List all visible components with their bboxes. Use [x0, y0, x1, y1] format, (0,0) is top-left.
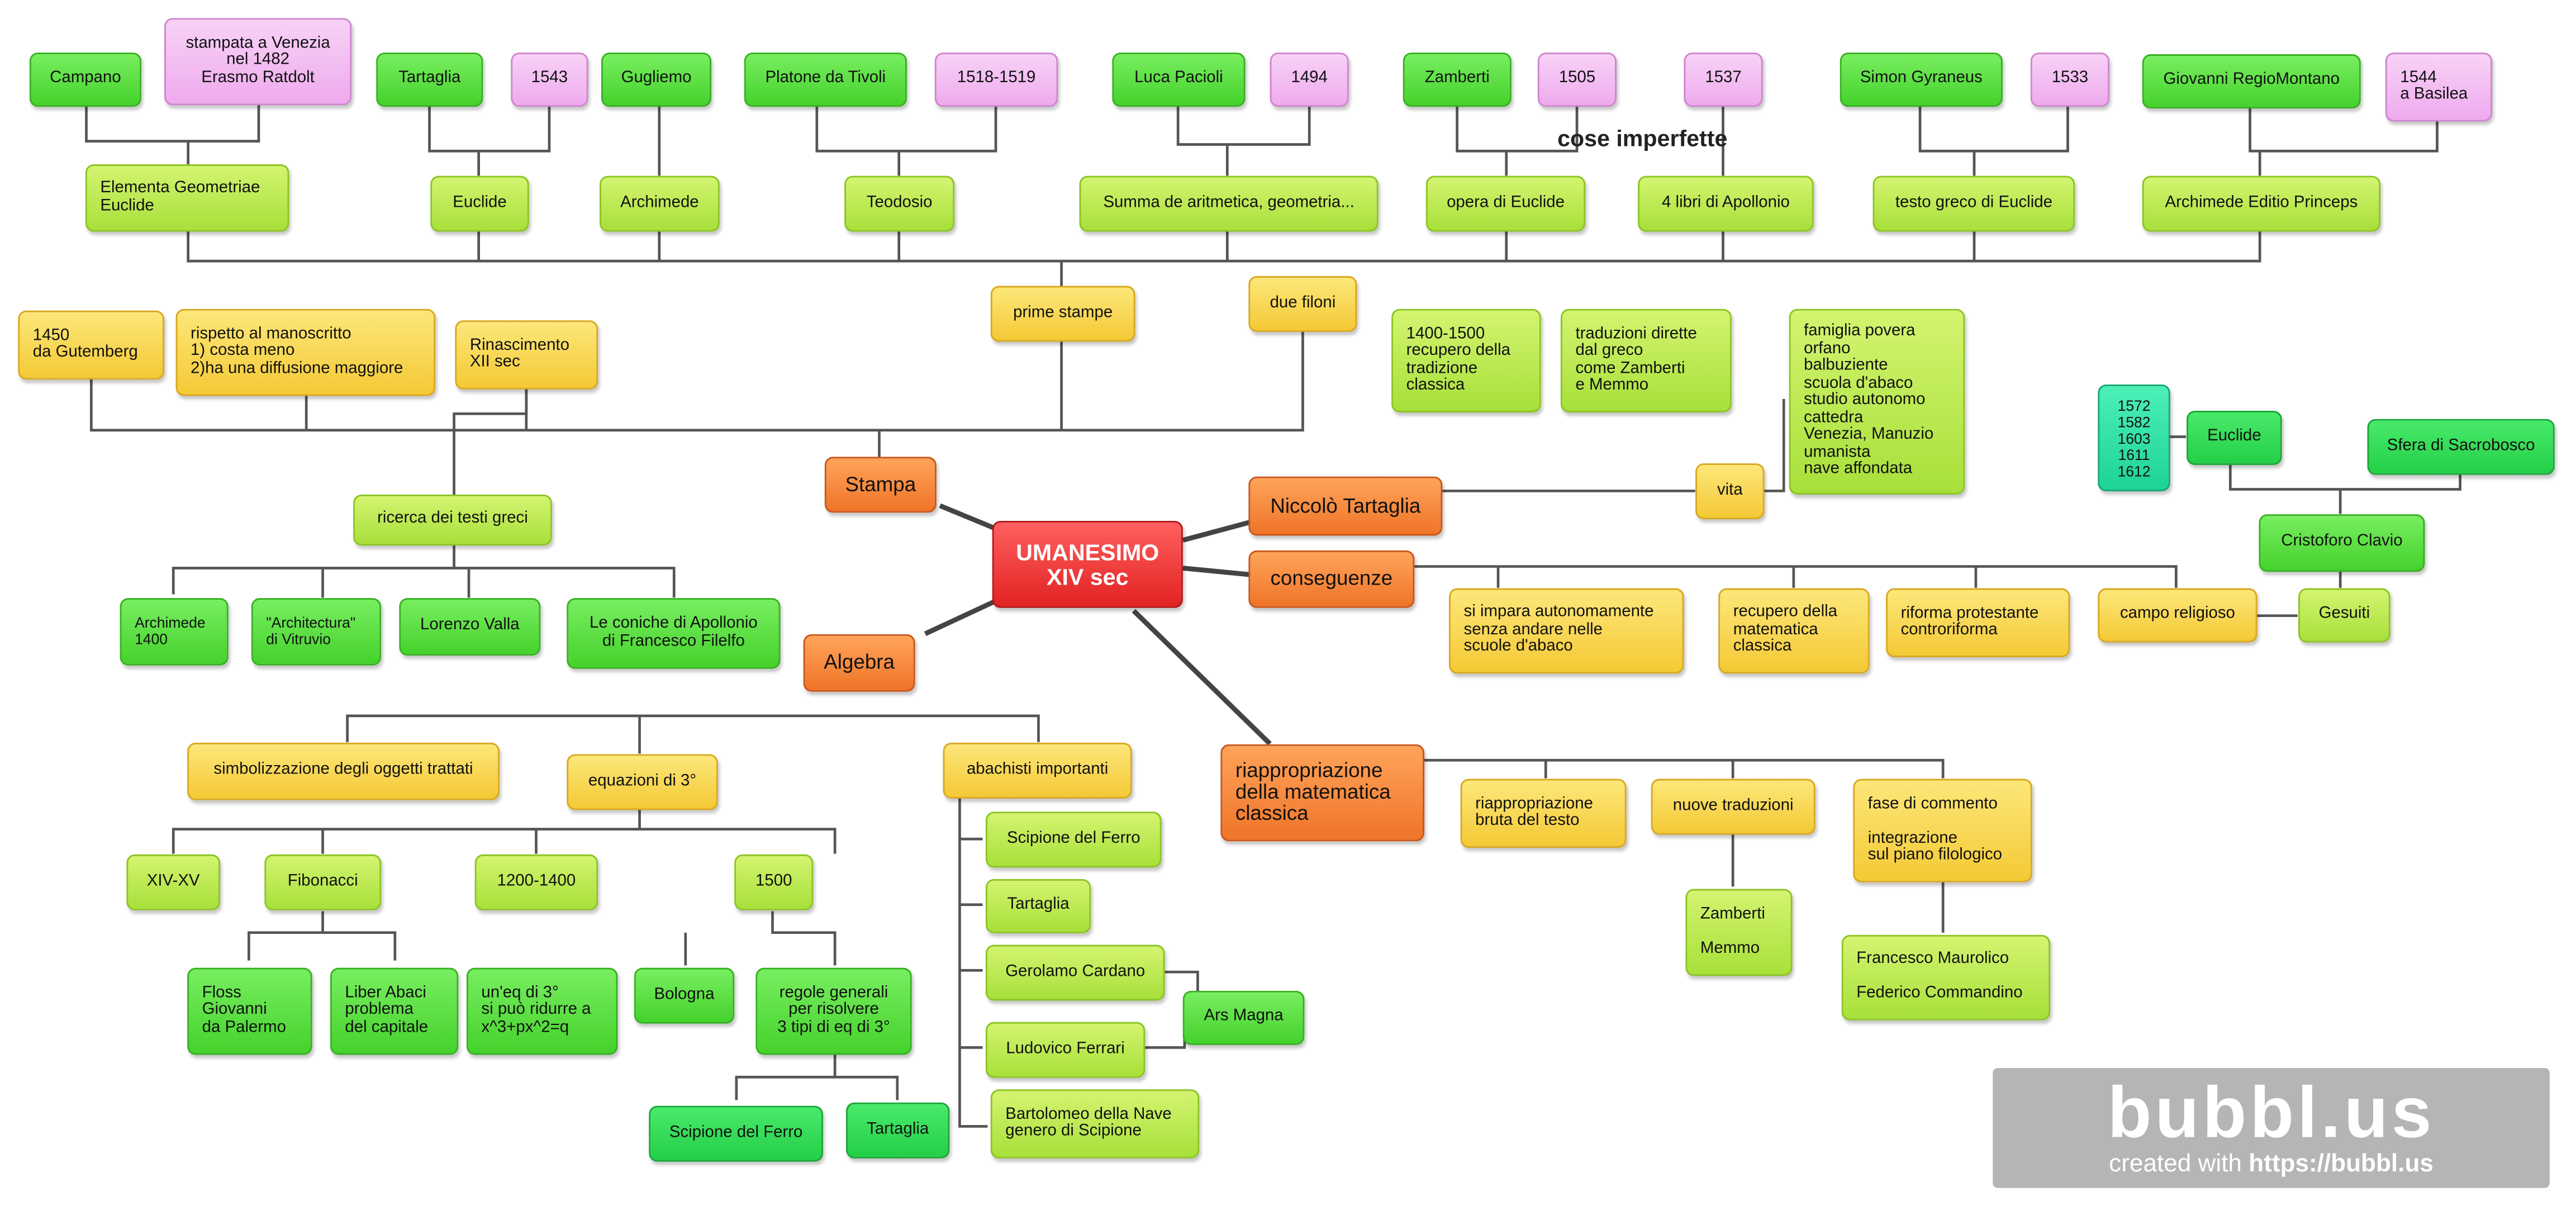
node-gerolamo-cardano[interactable]: Gerolamo Cardano [986, 945, 1165, 1001]
node-lorenzo-valla[interactable]: Lorenzo Valla [399, 598, 541, 656]
node-traduzioni-dirette[interactable]: traduzioni dirette dal greco come Zamber… [1561, 309, 1732, 412]
node-floss[interactable]: Floss Giovanni da Palermo [187, 967, 312, 1055]
node-algebra[interactable]: Algebra [803, 634, 915, 692]
node-euclide-1[interactable]: Euclide [430, 175, 529, 232]
node-prime-stampe[interactable]: prime stampe [990, 286, 1135, 342]
node-cristoforo-clavio[interactable]: Cristoforo Clavio [2259, 514, 2425, 572]
node-year-1518[interactable]: 1518-1519 [934, 53, 1058, 107]
node-vitruvio[interactable]: "Architectura" di Vitruvio [251, 598, 382, 666]
node-1450-gutemberg[interactable]: 1450 da Gutemberg [18, 310, 165, 380]
node-equazioni-3[interactable]: equazioni di 3° [567, 754, 718, 810]
node-rispetto-manoscritto[interactable]: rispetto al manoscritto 1) costa meno 2)… [175, 309, 436, 396]
node-stampa[interactable]: Stampa [824, 457, 937, 513]
node-euclide-2[interactable]: Euclide [2187, 411, 2282, 466]
node-1200-1400[interactable]: 1200-1400 [474, 854, 598, 910]
node-stampata-venezia[interactable]: stampata a Venezia nel 1482 Erasmo Ratdo… [164, 18, 352, 106]
bubbl-us-logo: bubbl.us [2107, 1072, 2435, 1154]
node-liber-abaci[interactable]: Liber Abaci problema del capitale [330, 967, 459, 1055]
node-teodosio[interactable]: Teodosio [844, 175, 955, 232]
node-coniche-apollonio[interactable]: Le coniche di Apollonio di Francesco Fil… [567, 598, 781, 669]
node-gugliemo[interactable]: Gugliemo [601, 53, 712, 107]
node-zamberti-top[interactable]: Zamberti [1403, 53, 1512, 107]
bubbl-us-watermark[interactable]: bubbl.us created with https://bubbl.us [1993, 1068, 2550, 1188]
watermark-caption: created with https://bubbl.us [2109, 1150, 2434, 1178]
node-archimede-1[interactable]: Archimede [600, 175, 720, 232]
node-vita[interactable]: vita [1695, 463, 1765, 520]
node-campano[interactable]: Campano [29, 53, 141, 107]
node-conseguenze[interactable]: conseguenze [1248, 550, 1415, 608]
node-anni-clavio[interactable]: 1572 1582 1603 1611 1612 [2098, 384, 2170, 492]
node-ludovico-ferrari[interactable]: Ludovico Ferrari [986, 1022, 1146, 1078]
node-due-filoni[interactable]: due filoni [1248, 276, 1357, 332]
node-tartaglia-top[interactable]: Tartaglia [376, 53, 483, 107]
node-niccolo-tartaglia[interactable]: Niccolò Tartaglia [1248, 476, 1443, 536]
node-ricerca-testi-greci[interactable]: ricerca dei testi greci [353, 494, 552, 546]
node-famiglia-povera[interactable]: famiglia povera orfano balbuziente scuol… [1789, 309, 1965, 495]
node-tartaglia-low[interactable]: Tartaglia [846, 1102, 950, 1159]
node-riforma[interactable]: riforma protestante controriforma [1886, 588, 2070, 657]
node-archimede-1400[interactable]: Archimede 1400 [120, 598, 229, 666]
node-testo-greco-euclide[interactable]: testo greco di Euclide [1872, 175, 2075, 232]
node-abachisti[interactable]: abachisti importanti [943, 742, 1132, 799]
node-year-1533[interactable]: 1533 [2030, 53, 2109, 107]
node-simon-gyraneus[interactable]: Simon Gyraneus [1840, 53, 2003, 107]
node-recupero-tradizione[interactable]: 1400-1500 recupero della tradizione clas… [1391, 309, 1541, 412]
node-luca-pacioli[interactable]: Luca Pacioli [1112, 53, 1246, 107]
node-tartaglia-abachista[interactable]: Tartaglia [986, 879, 1091, 933]
node-recupero-matematica[interactable]: recupero della matematica classica [1718, 588, 1870, 674]
node-bologna[interactable]: Bologna [634, 967, 735, 1024]
node-xiv-xv[interactable]: XIV-XV [126, 854, 220, 910]
node-fase-commento[interactable]: fase di commento integrazione sul piano … [1853, 779, 2032, 882]
watermark-created-text: created with [2109, 1150, 2242, 1178]
node-opera-euclide[interactable]: opera di Euclide [1425, 175, 1586, 232]
node-elementa-geometriae[interactable]: Elementa Geometriae Euclide [85, 164, 289, 232]
node-scipione-ferro-2[interactable]: Scipione del Ferro [986, 811, 1162, 868]
node-regole-generali[interactable]: regole generali per risolvere 3 tipi di … [755, 967, 912, 1055]
node-platone-tivoli[interactable]: Platone da Tivoli [744, 53, 907, 107]
node-summa[interactable]: Summa de aritmetica, geometria... [1079, 175, 1379, 232]
node-umanesimo[interactable]: UMANESIMO XIV sec [992, 520, 1183, 608]
node-campo-religioso[interactable]: campo religioso [2098, 588, 2257, 643]
node-bartolomeo-nave[interactable]: Bartolomeo della Nave genero di Scipione [990, 1089, 1200, 1159]
node-4-libri-apollonio[interactable]: 4 libri di Apollonio [1638, 175, 1814, 232]
node-scipione-ferro-1[interactable]: Scipione del Ferro [649, 1105, 823, 1162]
node-nuove-traduzioni[interactable]: nuove traduzioni [1651, 779, 1815, 835]
node-regiomontano[interactable]: Giovanni RegioMontano [2142, 54, 2361, 109]
node-sfera-sacrobosco[interactable]: Sfera di Sacrobosco [2367, 419, 2555, 475]
node-si-impara[interactable]: si impara autonomamente senza andare nel… [1449, 588, 1684, 674]
node-year-1537[interactable]: 1537 [1684, 53, 1763, 107]
node-rinascimento[interactable]: Rinascimento XII sec [455, 320, 598, 390]
node-year-1505[interactable]: 1505 [1537, 53, 1617, 107]
annotation-cose-imperfette: cose imperfette [1557, 125, 1728, 151]
node-year-1494[interactable]: 1494 [1270, 53, 1349, 107]
node-year-1544-basilea[interactable]: 1544 a Basilea [2385, 53, 2492, 122]
node-fibonacci[interactable]: Fibonacci [264, 854, 382, 910]
node-riappropriazione-bruta[interactable]: riappropriazione bruta del testo [1460, 779, 1627, 848]
node-year-1543[interactable]: 1543 [511, 53, 588, 107]
node-1500[interactable]: 1500 [734, 854, 814, 910]
node-zamberti-memmo[interactable]: Zamberti Memmo [1685, 889, 1793, 976]
node-maurolico-commandino[interactable]: Francesco Maurolico Federico Commandino [1841, 934, 2051, 1021]
node-archimede-editio[interactable]: Archimede Editio Princeps [2142, 175, 2381, 232]
node-ars-magna[interactable]: Ars Magna [1182, 990, 1305, 1045]
node-riappropriazione[interactable]: riappropriazione della matematica classi… [1220, 744, 1424, 842]
node-simbolizzazione[interactable]: simbolizzazione degli oggetti trattati [187, 742, 500, 800]
node-gesuiti[interactable]: Gesuiti [2298, 588, 2390, 643]
watermark-url[interactable]: https://bubbl.us [2249, 1150, 2434, 1178]
node-un-eq-3[interactable]: un'eq di 3° si può ridurre a x^3+px^2=q [466, 967, 618, 1055]
